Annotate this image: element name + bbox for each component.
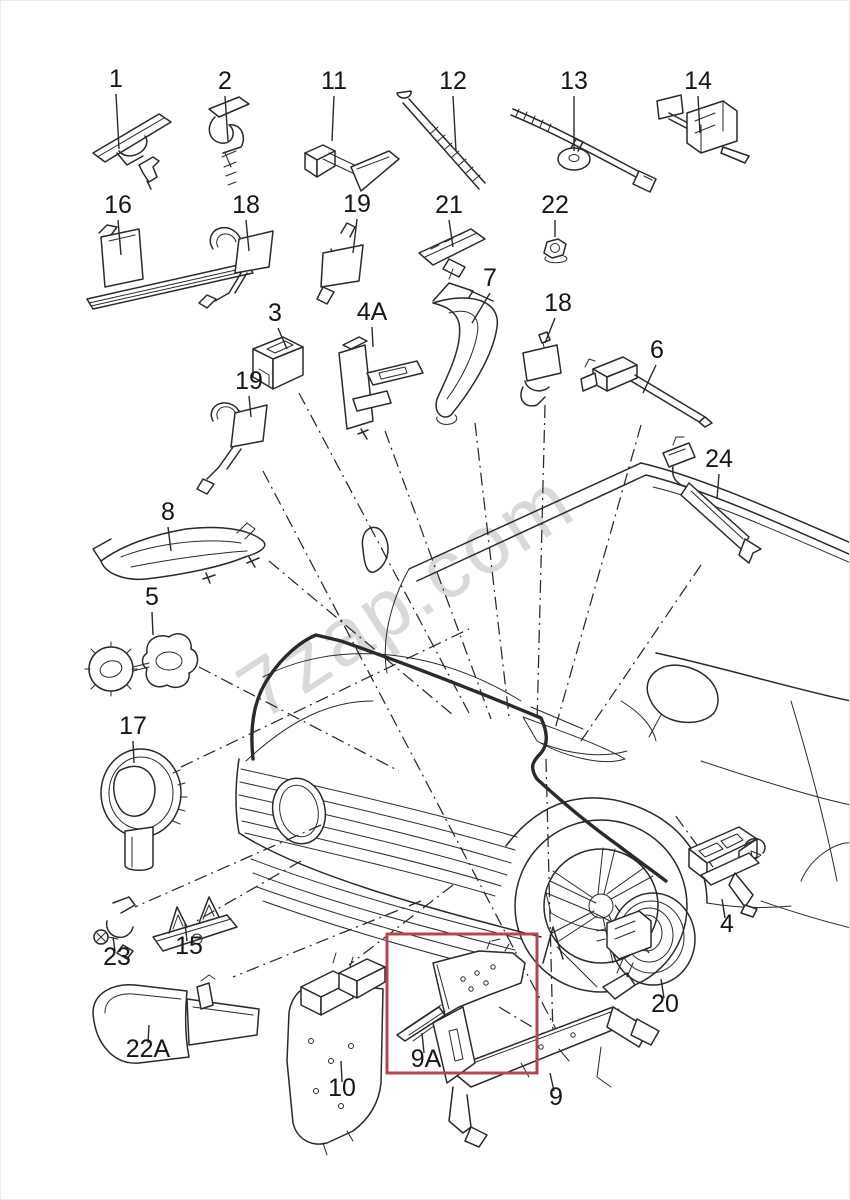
part-label-4A-12: 4A: [357, 298, 388, 326]
part-label-tick-3-11: [277, 327, 288, 350]
part-label-24-17: 24: [705, 445, 733, 473]
part-drawing-22A: [92, 974, 260, 1064]
part-label-tick-8-18: [167, 526, 172, 552]
part-drawing-2: [208, 96, 250, 186]
part-label-tick-18-14: [544, 317, 556, 344]
part-label-tick-19-8: [352, 218, 358, 254]
part-label-13-4: 13: [560, 67, 588, 95]
part-label-22-10: 22: [541, 191, 569, 219]
part-label-tick-24-17: [716, 473, 720, 500]
part-drawing-20: [596, 892, 696, 986]
part-label-12-3: 12: [439, 67, 467, 95]
part-drawing-12: [396, 90, 486, 190]
part-drawing-5: [84, 633, 199, 697]
part-drawing-9: [432, 926, 660, 1148]
part-label-14-5: 14: [684, 67, 712, 95]
highlight-box-9a: [385, 932, 539, 1075]
part-label-tick-6-15: [642, 364, 657, 394]
part-label-tick-2-1: [224, 95, 229, 142]
part-drawing-4: [688, 826, 766, 918]
part-drawing-16: [86, 224, 254, 310]
part-label-tick-11-2: [331, 95, 335, 142]
part-label-tick-9-26: [549, 1072, 555, 1092]
part-label-9A-25: 9A: [411, 1045, 442, 1073]
part-label-9-26: 9: [549, 1083, 563, 1111]
part-label-tick-9A-25: [421, 1032, 425, 1054]
part-label-tick-19-16: [248, 395, 252, 418]
part-label-16-6: 16: [104, 191, 132, 219]
part-label-19-16: 19: [235, 367, 263, 395]
part-label-6-15: 6: [650, 336, 664, 364]
part-label-tick-15-22: [184, 922, 188, 942]
part-drawing-18a: [198, 226, 274, 309]
part-label-tick-14-5: [697, 95, 701, 134]
part-label-8-18: 8: [161, 498, 175, 526]
part-label-tick-23-21: [112, 936, 116, 952]
part-drawing-4A: [338, 336, 424, 440]
part-label-7-13: 7: [483, 264, 497, 292]
part-label-22A-23: 22A: [126, 1035, 171, 1063]
part-drawing-8: [92, 522, 266, 584]
part-drawing-11: [304, 144, 400, 192]
part-label-19-8: 19: [343, 190, 371, 218]
part-drawing-19b: [196, 402, 268, 495]
part-label-4-28: 4: [720, 910, 734, 938]
part-label-5-19: 5: [145, 583, 159, 611]
part-drawing-24: [662, 436, 762, 564]
part-label-20-27: 20: [651, 990, 679, 1018]
part-label-tick-12-3: [452, 95, 457, 152]
part-label-tick-16-6: [117, 219, 122, 256]
part-label-23-21: 23: [103, 943, 131, 971]
part-label-1-0: 1: [109, 65, 123, 93]
part-label-2-1: 2: [218, 67, 232, 95]
part-drawing-14: [656, 94, 750, 164]
part-drawing-7: [432, 282, 498, 425]
part-drawing-3: [252, 336, 304, 390]
part-drawing-22: [543, 238, 568, 264]
part-label-15-22: 15: [175, 932, 203, 960]
part-label-11-2: 11: [321, 67, 347, 95]
part-label-tick-5-19: [151, 611, 154, 636]
part-drawing-1: [92, 113, 172, 190]
part-drawing-17: [100, 748, 188, 871]
part-drawing-18b: [520, 331, 562, 407]
car-drawing: [235, 462, 849, 993]
part-label-tick-22A-23: [147, 1024, 150, 1044]
part-drawing-13: [510, 108, 657, 193]
part-drawing-19a: [316, 222, 364, 305]
part-drawing-9A: [396, 938, 526, 1042]
part-drawing-21: [418, 228, 486, 280]
part-label-18-14: 18: [544, 289, 572, 317]
part-label-tick-21-9: [448, 219, 454, 248]
part-label-17-20: 17: [119, 712, 147, 740]
part-drawing-6: [580, 356, 713, 428]
part-label-tick-20-27: [660, 978, 665, 999]
part-label-tick-10-24: [340, 1060, 343, 1083]
part-label-tick-17-20: [132, 740, 135, 764]
part-label-10-24: 10: [328, 1074, 356, 1102]
part-label-tick-18-7: [245, 219, 250, 252]
part-label-tick-7-13: [471, 292, 491, 324]
part-label-tick-4A-12: [371, 326, 374, 348]
part-label-18-7: 18: [232, 191, 260, 219]
part-label-tick-4-28: [721, 898, 726, 919]
part-label-3-11: 3: [268, 299, 282, 327]
part-label-21-9: 21: [435, 191, 463, 219]
part-drawing-23: [93, 896, 136, 960]
part-drawing-15: [152, 896, 238, 952]
part-drawing-10: [286, 952, 386, 1156]
part-label-tick-1-0: [115, 93, 120, 150]
